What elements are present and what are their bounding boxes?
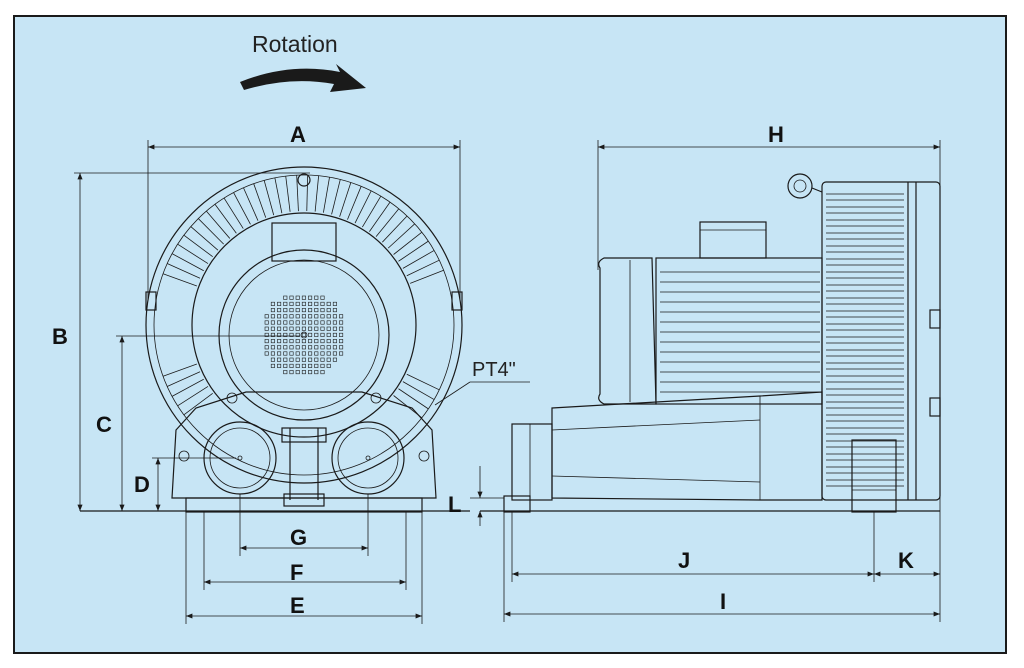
side-view (480, 173, 941, 513)
blower-side-fins (826, 193, 904, 487)
dim-label-k: K (898, 548, 914, 573)
front-cooling-fins (162, 175, 444, 419)
rotation-label: Rotation (252, 31, 338, 57)
dim-label-d: D (134, 472, 150, 497)
side-front-foot (503, 495, 531, 513)
front-housing-outer (145, 166, 463, 484)
motor-vent-grid (264, 295, 344, 375)
dim-label-a: A (290, 122, 306, 147)
port-thread-label: PT4" (472, 359, 516, 381)
front-dimensions: A B C D G F E (52, 122, 461, 624)
dim-label-g: G (290, 525, 307, 550)
dim-label-e: E (290, 593, 305, 618)
side-outlet-flange (511, 423, 553, 501)
terminal-box (699, 221, 767, 259)
dim-label-f: F (290, 560, 303, 585)
dim-label-i: I (720, 589, 726, 614)
dim-label-b: B (52, 324, 68, 349)
front-housing-inner (191, 212, 417, 438)
dim-label-l: L (448, 492, 461, 517)
side-lifting-eye (787, 173, 813, 199)
diagram-background (13, 15, 1007, 654)
rotation-arrow-icon (240, 64, 366, 92)
front-base-plate (185, 497, 423, 513)
motor-cooling-fins (660, 271, 820, 393)
dim-label-j: J (678, 548, 690, 573)
dim-label-c: C (96, 412, 112, 437)
blower-housing-side (821, 181, 941, 501)
front-lifting-eye (297, 173, 311, 187)
side-dimensions: H L J K I (448, 122, 941, 622)
motor-face (218, 249, 390, 421)
front-view: PT4" (80, 166, 530, 513)
dim-label-h: H (768, 122, 784, 147)
